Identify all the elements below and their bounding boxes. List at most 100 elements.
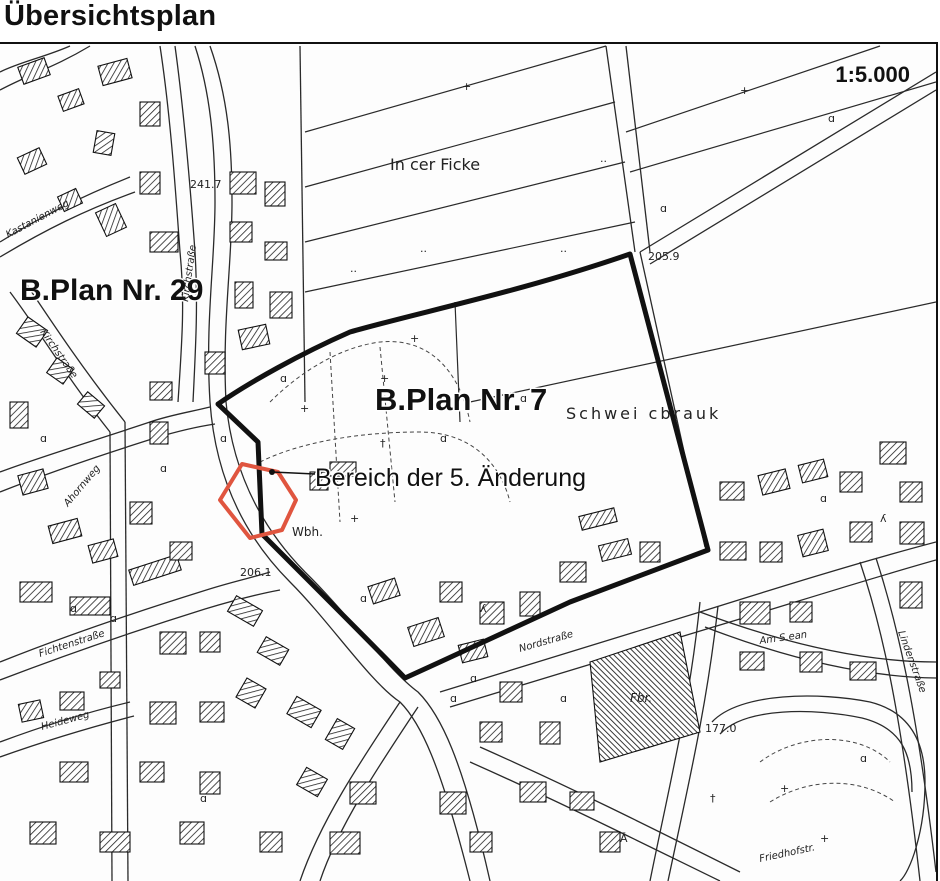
field-north-label: In cer Ficke — [390, 155, 480, 174]
map-symbol: ɑ — [70, 602, 77, 615]
map-symbol: ɑ — [860, 752, 867, 765]
building — [15, 316, 49, 348]
building — [19, 581, 53, 603]
map-symbol: ɑ — [360, 592, 367, 605]
building — [479, 721, 503, 743]
change-area-leader — [271, 471, 316, 475]
building — [234, 281, 254, 309]
map-symbol: + — [300, 402, 309, 415]
building — [229, 171, 257, 195]
street-kastanienweg: Kastanienweg — [4, 198, 71, 241]
map-symbol: ɑ — [440, 432, 447, 445]
map-symbol: + — [780, 782, 789, 795]
building — [799, 651, 823, 673]
building — [76, 391, 106, 419]
building — [519, 781, 547, 803]
building — [17, 699, 45, 723]
building — [789, 601, 813, 623]
map-symbol: ɑ — [820, 492, 827, 505]
map-symbol: ɑ — [110, 612, 117, 625]
building — [159, 631, 187, 655]
map-symbol: ɑ — [470, 672, 477, 685]
map-symbol: + — [820, 832, 829, 845]
map-symbol: ɑ — [280, 372, 287, 385]
map-symbol: + — [350, 512, 359, 525]
building — [329, 461, 357, 477]
map-symbol: ɑ — [220, 432, 227, 445]
building — [87, 538, 119, 564]
building — [149, 381, 173, 401]
building — [199, 771, 221, 795]
map-canvas[interactable]: ++ɑ..ɑ......+++ɑ†+ɑ..ɑɑ+†Ā+ɑɑɑɑɑʎɑʎɑɑɑɑɑ… — [0, 44, 936, 881]
map-symbol: ʎ — [480, 602, 487, 615]
map-symbol: .. — [350, 262, 357, 275]
map-symbol: Ā — [620, 832, 628, 845]
building — [479, 601, 505, 625]
map-symbol: + — [410, 332, 419, 345]
building — [9, 401, 29, 429]
building — [578, 507, 618, 531]
building — [139, 761, 165, 783]
building — [57, 88, 85, 112]
elevation-1: 241.7 — [190, 178, 222, 191]
building — [199, 701, 225, 723]
map-symbol: + — [740, 84, 749, 97]
street-heideweg: Heideweg — [40, 709, 91, 732]
scale-label: 1:5.000 — [835, 62, 910, 87]
building — [879, 441, 907, 465]
building — [849, 521, 873, 543]
building — [139, 101, 161, 127]
building — [237, 323, 271, 351]
building — [59, 761, 89, 783]
building — [17, 468, 49, 496]
factory-label: Fbr. — [630, 691, 652, 705]
building — [569, 791, 595, 811]
map-symbol: ʎ — [880, 512, 887, 525]
building — [839, 471, 863, 493]
building — [264, 181, 286, 207]
building — [16, 147, 48, 175]
buildings-layer — [9, 57, 925, 855]
building — [149, 421, 169, 445]
building — [539, 721, 561, 745]
elevation-4: 177.0 — [705, 722, 737, 735]
building — [149, 701, 177, 725]
building — [469, 831, 493, 853]
change-area-leader-dot — [269, 469, 275, 475]
building — [324, 717, 356, 751]
elevation-3: 206.1 — [240, 566, 272, 579]
map-symbol: † — [710, 792, 716, 805]
map-symbol: .. — [560, 242, 567, 255]
building — [139, 171, 161, 195]
building — [499, 681, 523, 703]
street-am-stein: Am S.ean — [758, 629, 808, 647]
building — [256, 635, 290, 667]
building — [99, 831, 131, 853]
building — [759, 541, 783, 563]
map-symbol: .. — [600, 152, 607, 165]
building — [269, 291, 293, 319]
building — [129, 501, 153, 525]
plan7-inner-line — [256, 441, 264, 535]
building — [97, 57, 133, 87]
map-symbol: ɑ — [520, 392, 527, 405]
building — [56, 187, 84, 213]
building — [235, 677, 267, 709]
building — [179, 821, 205, 845]
dashed-paths — [259, 341, 896, 803]
building — [286, 695, 322, 729]
building — [17, 57, 51, 85]
building — [295, 766, 329, 798]
building — [797, 528, 829, 558]
street-friedhofstr: Friedhofstr. — [758, 842, 816, 865]
building — [29, 821, 57, 845]
building — [199, 631, 221, 653]
building — [349, 781, 377, 805]
building — [519, 591, 541, 617]
residence-label: Wbh. — [292, 525, 323, 539]
building — [92, 129, 116, 157]
building — [329, 831, 361, 855]
street-ahornweg: Ahornweg — [61, 463, 102, 509]
map-symbol: .. — [420, 382, 427, 395]
